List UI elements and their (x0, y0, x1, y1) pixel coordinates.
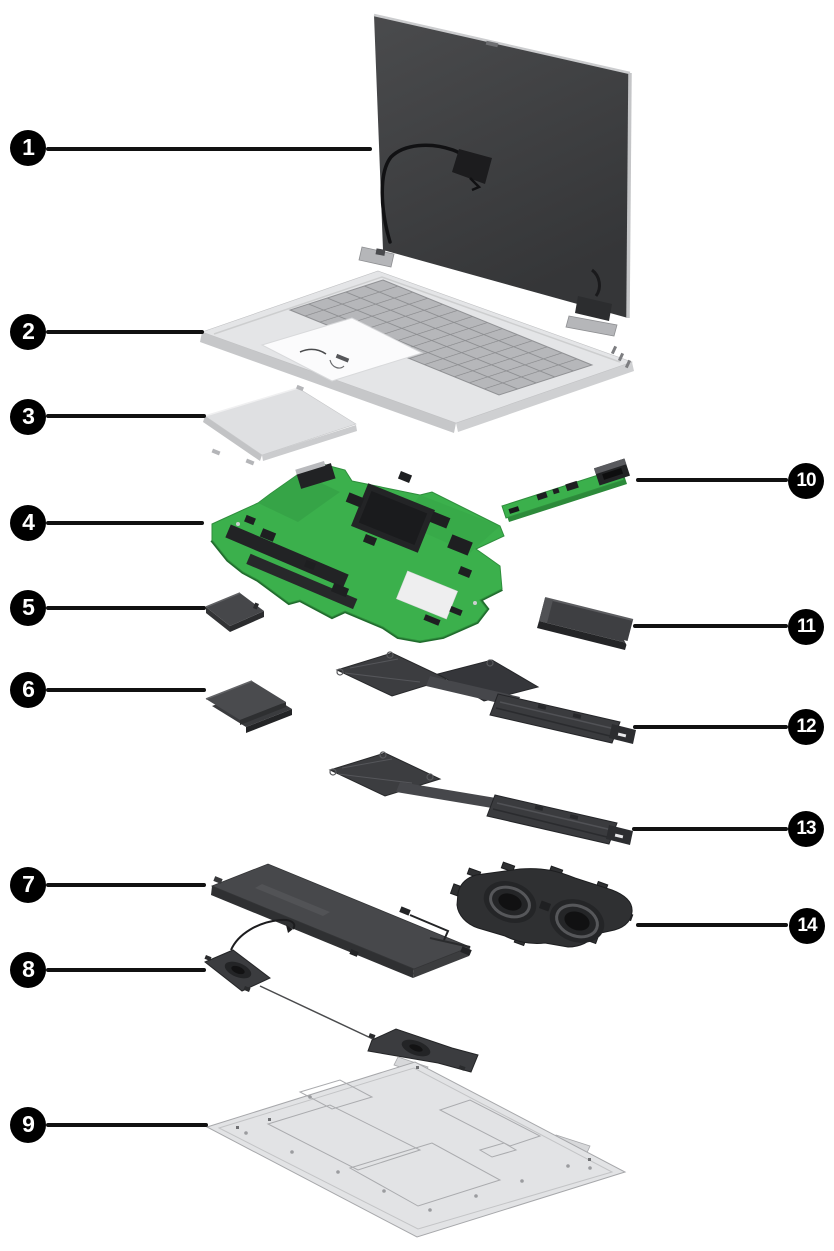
callout-5-number: 5 (22, 593, 35, 620)
callout-9-number: 9 (22, 1110, 35, 1137)
speaker-cable (230, 918, 296, 951)
callout-10: 10 (788, 463, 824, 499)
callout-8-number: 8 (22, 955, 35, 982)
leader-line-10 (636, 478, 788, 482)
leader-line-12 (633, 725, 788, 729)
memory-modules (205, 680, 292, 733)
heat-sink-lower (328, 751, 633, 845)
leader-line-3 (46, 414, 206, 418)
usb-board (501, 458, 630, 522)
callout-1-number: 1 (22, 133, 35, 160)
speaker-wire (259, 985, 376, 1041)
callout-14: 14 (789, 908, 825, 944)
battery (210, 863, 472, 978)
cpu-chip (351, 483, 435, 553)
leader-line-7 (46, 883, 206, 887)
board-ports (295, 461, 336, 489)
leader-line-8 (46, 968, 206, 972)
callout-2: 2 (10, 314, 46, 350)
system-board (210, 461, 505, 644)
callout-5: 5 (10, 590, 46, 626)
ssd (537, 597, 634, 650)
callout-1: 1 (10, 130, 46, 166)
callout-11-number: 11 (796, 615, 816, 637)
leader-line-4 (46, 521, 204, 525)
board-label (396, 570, 458, 620)
leader-line-2 (46, 330, 204, 334)
webcam-notch (485, 40, 499, 48)
callout-6-number: 6 (22, 675, 35, 702)
callout-13-number: 13 (796, 817, 816, 839)
usb-port (594, 458, 630, 486)
callout-3-number: 3 (22, 402, 35, 429)
speakers (204, 918, 479, 1073)
bottom-cover (205, 1056, 627, 1238)
leader-line-13 (632, 827, 788, 831)
callout-8: 8 (10, 952, 46, 988)
callout-10-number: 10 (796, 469, 816, 491)
right-hinge (565, 315, 618, 337)
leader-line-6 (46, 688, 206, 692)
callout-6: 6 (10, 672, 46, 708)
top-cover-keyboard (200, 270, 634, 433)
callout-7: 7 (10, 867, 46, 903)
leader-line-5 (46, 606, 206, 610)
callout-13: 13 (788, 811, 824, 847)
side-ports (610, 345, 632, 369)
callout-4: 4 (10, 505, 46, 541)
leader-line-14 (636, 923, 788, 927)
callout-4-number: 4 (22, 508, 35, 535)
leader-line-1 (46, 147, 372, 151)
leader-line-11 (633, 624, 788, 628)
callout-2-number: 2 (22, 317, 35, 344)
heat-sink-upper (335, 651, 636, 744)
callout-12-number: 12 (796, 715, 816, 737)
callout-9: 9 (10, 1107, 46, 1143)
leader-line-9 (46, 1123, 208, 1127)
touchpad (203, 384, 357, 466)
right-hinge-bracket (575, 296, 612, 321)
display-assembly (358, 13, 632, 337)
wireless-module (205, 592, 264, 632)
fan-assembly (449, 861, 634, 948)
callout-7-number: 7 (22, 870, 35, 897)
callout-3: 3 (10, 399, 46, 435)
touchpad-opening (260, 317, 424, 382)
callout-12: 12 (788, 709, 824, 745)
callout-11: 11 (788, 609, 824, 645)
callout-14-number: 14 (797, 914, 817, 936)
